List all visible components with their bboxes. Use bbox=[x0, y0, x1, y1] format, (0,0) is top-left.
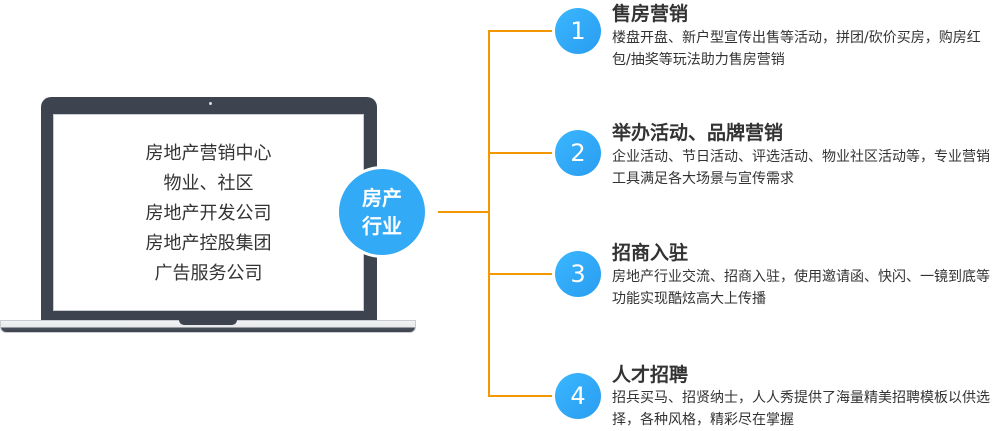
item-description: 招兵买马、招贤纳士，人人秀提供了海量精美招聘模板以供选择，各种风格，精彩尽在掌握 bbox=[612, 390, 990, 428]
hub-line1: 房产 bbox=[362, 186, 402, 210]
item-title: 招商入驻 bbox=[612, 242, 689, 264]
number-badge: 3 bbox=[555, 251, 601, 297]
connector-branch bbox=[488, 152, 552, 154]
number-badge: 1 bbox=[555, 8, 601, 54]
number-badge: 4 bbox=[555, 373, 601, 419]
connector-branch bbox=[488, 395, 552, 397]
connector-vertical bbox=[488, 30, 490, 397]
connector-branch bbox=[488, 30, 552, 32]
industry-item: 房地产控股集团 bbox=[145, 233, 272, 254]
item-description: 楼盘开盘、新户型宣传出售等活动，拼团/砍价买房，购房红包/抽奖等玩法助力售房营销 bbox=[612, 30, 981, 68]
industry-list: 房地产营销中心 物业、社区 房地产开发公司 房地产控股集团 广告服务公司 bbox=[53, 139, 364, 289]
hub-circle: 房产 行业 bbox=[336, 166, 428, 258]
laptop-notch bbox=[179, 320, 237, 325]
industry-item: 广告服务公司 bbox=[154, 263, 263, 284]
camera-dot bbox=[209, 102, 212, 105]
item-title: 人才招聘 bbox=[612, 364, 689, 386]
item-title: 售房营销 bbox=[612, 3, 689, 25]
hub-line2: 行业 bbox=[362, 214, 402, 238]
connector-branch bbox=[488, 273, 552, 275]
connector-main bbox=[438, 211, 490, 213]
laptop-screen bbox=[53, 114, 364, 311]
industry-item: 物业、社区 bbox=[163, 173, 254, 194]
industry-item: 房地产营销中心 bbox=[145, 143, 272, 164]
number-badge: 2 bbox=[555, 130, 601, 176]
item-description: 企业活动、节日活动、评选活动、物业社区活动等，专业营销工具满足各大场景与宣传需求 bbox=[612, 149, 990, 187]
industry-item: 房地产开发公司 bbox=[145, 203, 272, 224]
item-description: 房地产行业交流、招商入驻，使用邀请函、快闪、一镜到底等功能实现酷炫高大上传播 bbox=[612, 269, 990, 307]
item-title: 举办活动、品牌营销 bbox=[612, 122, 784, 144]
